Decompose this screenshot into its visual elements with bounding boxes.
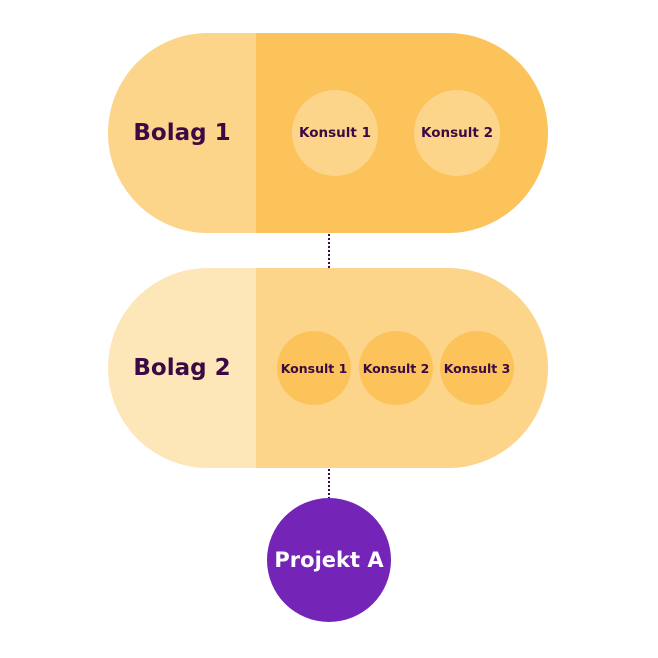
project-node: Projekt A — [267, 498, 391, 622]
company-2-consultant-1: Konsult 1 — [277, 331, 351, 405]
company-2-label-section — [108, 268, 256, 468]
connector-line-2 — [328, 469, 330, 499]
company-2-name: Bolag 2 — [133, 355, 231, 381]
company-bolag-2: Bolag 2 Konsult 1 Konsult 2 Konsult 3 — [108, 268, 548, 468]
company-2-consultant-3: Konsult 3 — [440, 331, 514, 405]
company-bolag-1: Bolag 1 Konsult 1 Konsult 2 — [108, 33, 548, 233]
company-1-consultant-1: Konsult 1 — [292, 90, 378, 176]
company-1-name: Bolag 1 — [133, 120, 231, 146]
connector-line-1 — [328, 234, 330, 268]
company-2-consultant-2: Konsult 2 — [359, 331, 433, 405]
company-1-label-section — [108, 33, 256, 233]
company-1-consultant-2: Konsult 2 — [414, 90, 500, 176]
